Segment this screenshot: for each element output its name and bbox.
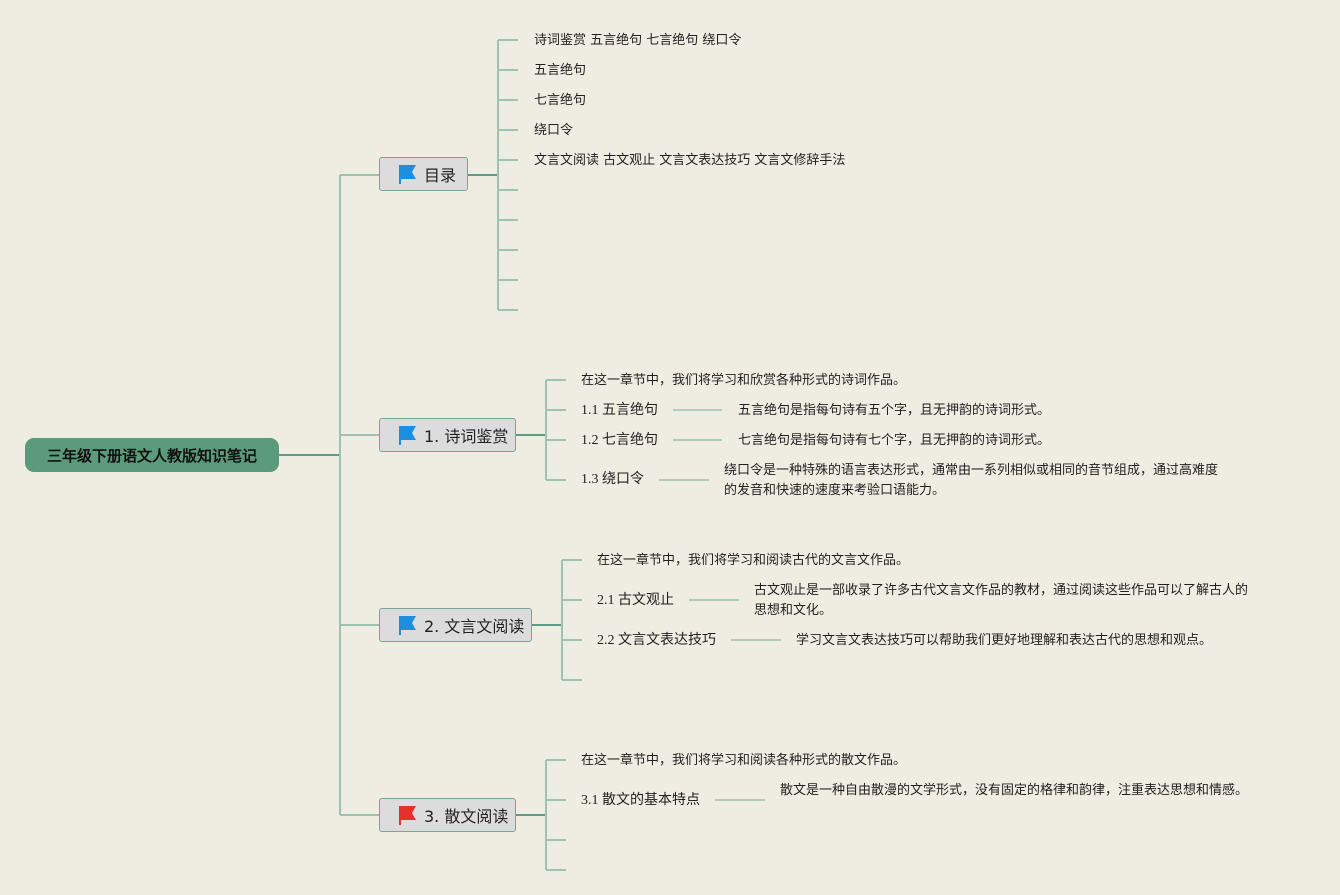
topic-label: 目录 <box>424 166 457 185</box>
subtopic-label[interactable]: 1.1 五言绝句 <box>581 403 658 418</box>
topic-classical-chinese-reading[interactable]: 2. 文言文阅读 <box>379 608 532 642</box>
subtopic-label[interactable]: 1.3 绕口令 <box>581 472 644 487</box>
blue-flag-icon <box>399 426 416 445</box>
subtopic-detail[interactable]: 学习文言文表达技巧可以帮助我们更好地理解和表达古代的思想和观点。 <box>796 633 1213 648</box>
blue-flag-icon <box>399 616 416 635</box>
subtopic-detail[interactable]: 七言绝句是指每句诗有七个字，且无押韵的诗词形式。 <box>738 433 1051 448</box>
topic-label: 2. 文言文阅读 <box>424 617 525 636</box>
subtopic-detail[interactable]: 五言绝句是指每句诗有五个字，且无押韵的诗词形式。 <box>738 403 1051 418</box>
topic-table-of-contents[interactable]: 目录 <box>379 157 468 191</box>
chapter-intro[interactable]: 在这一章节中，我们将学习和阅读古代的文言文作品。 <box>597 553 910 568</box>
subtopic-label[interactable]: 1.2 七言绝句 <box>581 433 658 448</box>
topic-prose-reading[interactable]: 3. 散文阅读 <box>379 798 516 832</box>
chapter-intro[interactable]: 在这一章节中，我们将学习和欣赏各种形式的诗词作品。 <box>581 373 907 388</box>
subtopic-label[interactable]: 2.1 古文观止 <box>597 593 674 608</box>
blue-flag-icon <box>399 165 416 184</box>
red-flag-icon <box>399 806 416 825</box>
root-topic[interactable]: 三年级下册语文人教版知识笔记 <box>25 438 279 472</box>
subtopic-label[interactable]: 3.1 散文的基本特点 <box>581 793 700 808</box>
root-topic-label: 三年级下册语文人教版知识笔记 <box>46 446 257 465</box>
toc-item[interactable]: 七言绝句 <box>534 93 587 108</box>
topic-label: 3. 散文阅读 <box>424 807 509 826</box>
toc-item[interactable]: 诗词鉴赏 五言绝句 七言绝句 绕口令 <box>534 33 742 48</box>
chapter-intro[interactable]: 在这一章节中，我们将学习和阅读各种形式的散文作品。 <box>581 753 907 768</box>
subtopic-detail[interactable]: 散文是一种自由散漫的文学形式，没有固定的格律和韵律，注重表达思想和情感。 <box>780 783 1249 798</box>
subtopic-detail[interactable]: 古文观止是一部收录了许多古代文言文作品的教材，通过阅读这些作品可以了解古人的思想… <box>754 583 1249 618</box>
subtopic-label[interactable]: 2.2 文言文表达技巧 <box>597 633 716 648</box>
toc-item[interactable]: 文言文阅读 古文观止 文言文表达技巧 文言文修辞手法 <box>534 153 846 168</box>
topic-poetry-appreciation[interactable]: 1. 诗词鉴赏 <box>379 418 516 452</box>
topic-label: 1. 诗词鉴赏 <box>424 427 509 446</box>
toc-item[interactable]: 绕口令 <box>534 123 574 138</box>
toc-item[interactable]: 五言绝句 <box>534 63 587 78</box>
subtopic-detail[interactable]: 绕口令是一种特殊的语言表达形式，通常由一系列相似或相同的音节组成，通过高难度的发… <box>724 463 1219 498</box>
